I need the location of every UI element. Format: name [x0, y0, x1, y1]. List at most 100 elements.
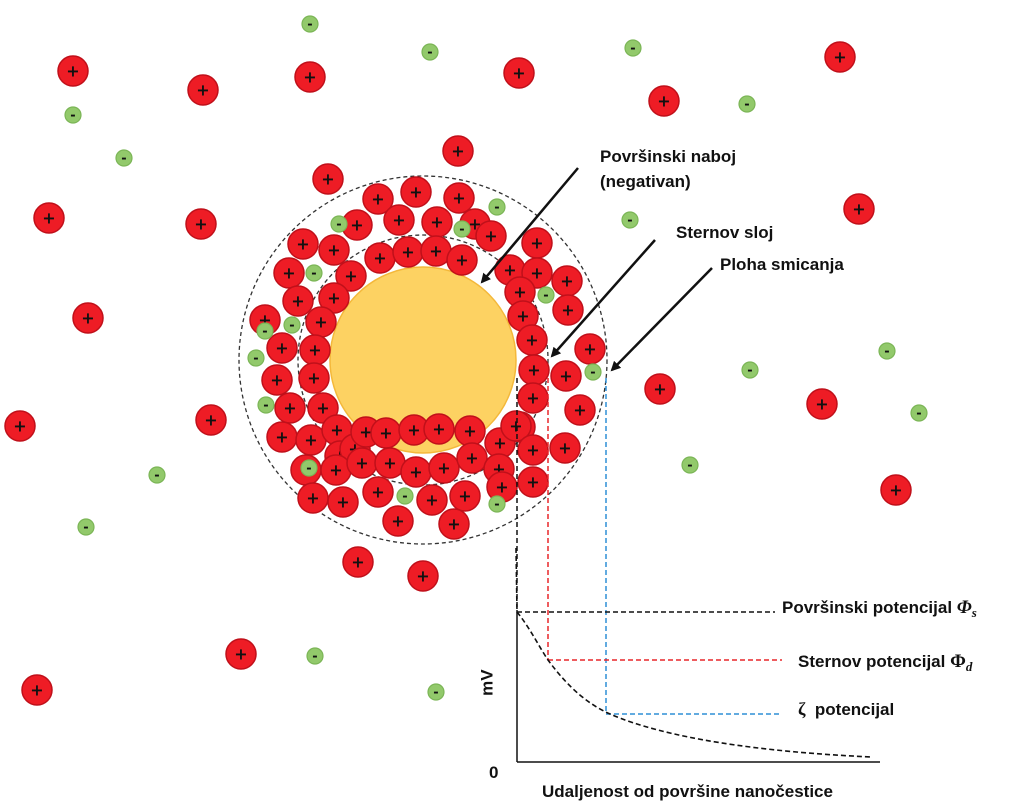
cation-sign: +	[391, 512, 404, 531]
cation-sign: +	[30, 681, 43, 700]
cation-sign: +	[296, 235, 309, 254]
cation-icon: +	[185, 208, 217, 240]
cation-sign: +	[484, 227, 497, 246]
anion-sign: -	[307, 18, 312, 33]
stern-potential-symbol: Φ	[950, 651, 966, 672]
cation-sign: +	[321, 170, 334, 189]
surface-charge-arrow	[480, 167, 579, 284]
cation-icon: +	[648, 85, 680, 117]
cation-icon: +	[307, 392, 339, 424]
cation-circle	[298, 362, 330, 394]
cation-sign: +	[525, 331, 538, 350]
cation-icon: +	[294, 61, 326, 93]
cation-sign: +	[383, 454, 396, 473]
cation-icon: +	[305, 306, 337, 338]
anion-icon: -	[396, 487, 414, 505]
anion-icon: -	[77, 518, 95, 536]
cation-sign: +	[495, 478, 508, 497]
cation-icon: +	[266, 421, 298, 453]
anion-icon: -	[584, 363, 602, 381]
cation-circle	[806, 388, 838, 420]
anion-sign: -	[336, 218, 341, 233]
cation-sign: +	[373, 249, 386, 268]
potential-decay-curve	[515, 547, 873, 758]
surface-potential-label: Površinski potencijal Φs	[782, 596, 977, 621]
cation-icon: +	[504, 276, 536, 308]
cation-icon: +	[266, 332, 298, 364]
anion-icon: -	[300, 459, 318, 477]
cation-icon: +	[564, 394, 596, 426]
cation-circle	[282, 285, 314, 317]
cation-sign: +	[583, 340, 596, 359]
cation-icon: +	[341, 209, 373, 241]
cation-circle	[382, 505, 414, 537]
cation-sign: +	[558, 439, 571, 458]
cation-icon: +	[442, 135, 474, 167]
cation-icon: +	[392, 236, 424, 268]
anion-sign: -	[70, 109, 75, 124]
anion-icon: -	[301, 15, 319, 33]
cation-circle	[21, 674, 53, 706]
cation-icon: +	[644, 373, 676, 405]
anion-sign: -	[311, 267, 316, 282]
anion-icon: -	[488, 198, 506, 216]
cation-sign: +	[306, 489, 319, 508]
cation-sign: +	[526, 389, 539, 408]
cation-sign: +	[13, 417, 26, 436]
cation-sign: +	[303, 68, 316, 87]
cation-sign: +	[401, 243, 414, 262]
cation-icon: +	[370, 417, 402, 449]
potential-plot	[515, 378, 880, 763]
surface-potential-symbol: Φ	[956, 597, 972, 618]
anion-icon: -	[305, 264, 323, 282]
cation-icon: +	[552, 294, 584, 326]
cation-circle	[644, 373, 676, 405]
cation-circle	[383, 204, 415, 236]
cation-circle	[552, 294, 584, 326]
anion-circle	[910, 404, 928, 422]
cation-icon: +	[4, 410, 36, 442]
anion-sign: -	[433, 686, 438, 701]
cation-icon: +	[456, 442, 488, 474]
cation-circle	[287, 228, 319, 260]
cation-sign: +	[852, 200, 865, 219]
cation-icon: +	[274, 392, 306, 424]
anion-circle	[283, 316, 301, 334]
cation-sign: +	[275, 339, 288, 358]
cation-icon: +	[449, 480, 481, 512]
cation-icon: +	[421, 206, 453, 238]
cation-sign: +	[392, 211, 405, 230]
cation-sign: +	[336, 493, 349, 512]
cation-sign: +	[425, 491, 438, 510]
anion-sign: -	[884, 345, 889, 360]
cation-icon: +	[398, 414, 430, 446]
cation-sign: +	[416, 567, 429, 586]
cation-sign: +	[561, 301, 574, 320]
anion-circle	[878, 342, 896, 360]
cation-icon: +	[318, 234, 350, 266]
anion-sign: -	[312, 650, 317, 665]
cation-circle	[423, 413, 455, 445]
cation-circle	[407, 560, 439, 592]
cation-icon: +	[261, 364, 293, 396]
cation-icon: +	[72, 302, 104, 334]
cation-sign: +	[447, 515, 460, 534]
cation-circle	[187, 74, 219, 106]
cation-sign: +	[234, 645, 247, 664]
anion-circle	[300, 459, 318, 477]
cation-icon: +	[33, 202, 65, 234]
anion-sign: -	[427, 46, 432, 61]
cation-circle	[475, 220, 507, 252]
cation-sign: +	[42, 209, 55, 228]
cation-sign: +	[527, 361, 540, 380]
cation-sign: +	[314, 313, 327, 332]
cation-sign: +	[409, 183, 422, 202]
cation-sign: +	[452, 189, 465, 208]
cation-icon: +	[806, 388, 838, 420]
anion-sign: -	[747, 364, 752, 379]
anion-sign: -	[630, 42, 635, 57]
stern-potential-subscript: d	[965, 659, 973, 674]
stern-layer-arrow	[550, 239, 656, 358]
cation-icon: +	[299, 334, 331, 366]
anion-circle	[396, 487, 414, 505]
